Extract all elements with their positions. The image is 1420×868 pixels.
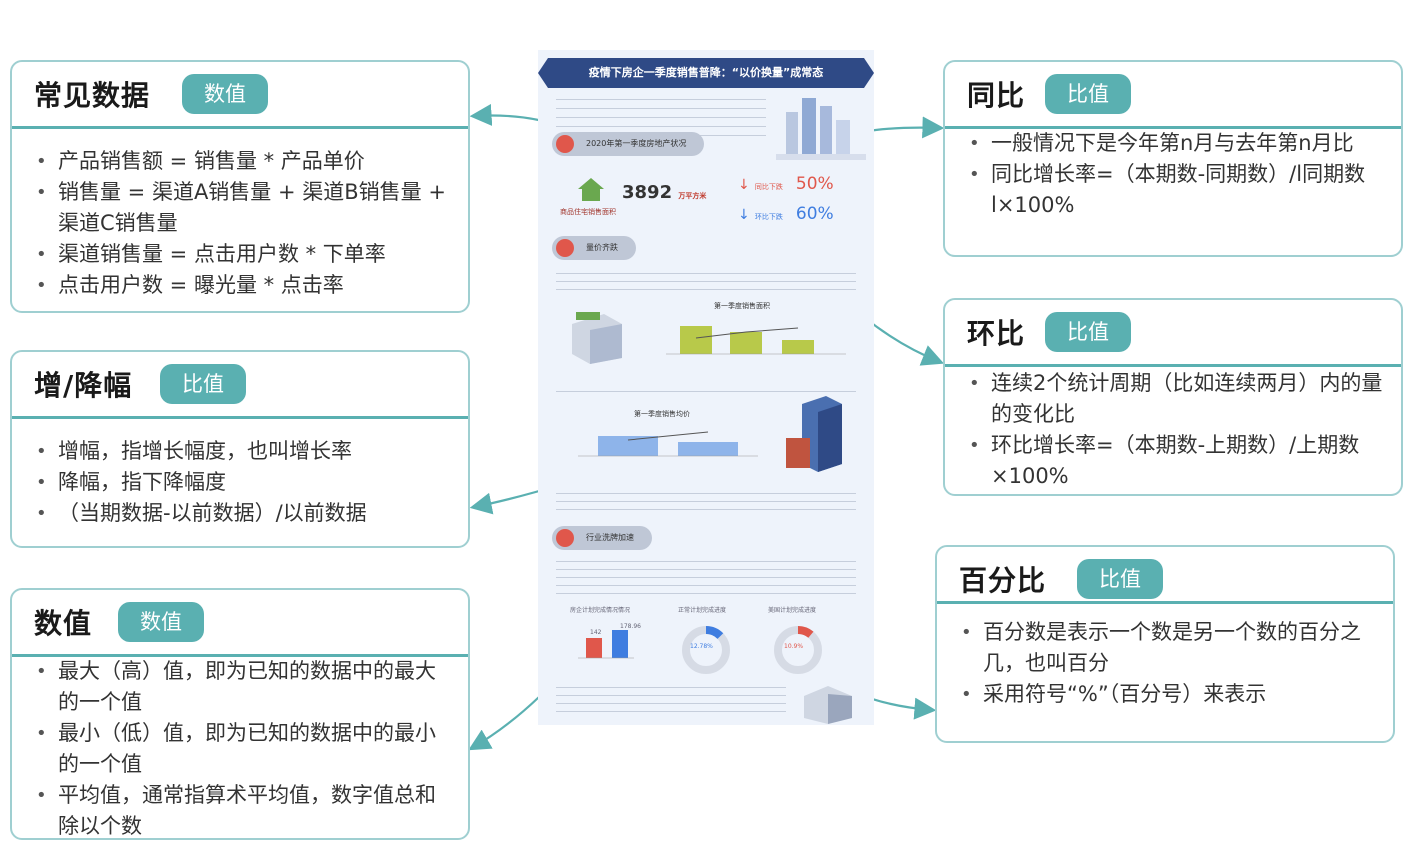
list-item: 采用符号“%”（百分号）来表示 bbox=[959, 679, 1379, 710]
list-item: 一般情况下是今年第n月与去年第n月比 bbox=[967, 128, 1387, 159]
list-item: 最小（低）值，即为已知的数据中的最小的一个值 bbox=[34, 718, 454, 780]
section-label: 2020年第一季度房地产状况 bbox=[586, 139, 687, 148]
mom-label: 环比下跌 bbox=[754, 213, 783, 221]
donut2-value: 10.9% bbox=[784, 643, 804, 650]
section-icon bbox=[556, 239, 574, 257]
card-tag: 数值 bbox=[118, 602, 204, 642]
card-title: 数值 bbox=[34, 607, 93, 640]
list-item: （当期数据-以前数据）/以前数据 bbox=[34, 498, 454, 529]
area-number: 3892 bbox=[622, 182, 673, 203]
card-list: 产品销售额 = 销售量 * 产品单价 销售量 = 渠道A销售量 + 渠道B销售量… bbox=[34, 146, 454, 301]
mom-value: 60% bbox=[795, 204, 834, 224]
body-text-lines bbox=[556, 270, 856, 294]
section-header: 量价齐跌 bbox=[552, 236, 636, 260]
card-divider bbox=[937, 601, 1393, 604]
list-item: 百分数是表示一个数是另一个数的百分之几，也叫百分 bbox=[959, 617, 1379, 679]
section-label: 量价齐跌 bbox=[586, 243, 618, 252]
card-tag: 数值 bbox=[182, 74, 268, 114]
list-item: 平均值，通常指算术平均值，数字值总和除以个数 bbox=[34, 780, 454, 842]
card-tag: 比值 bbox=[1045, 74, 1131, 114]
card-mom: 环比 比值 连续2个统计周期（比如连续两月）内的量的变化比 环比增长率=（本期数… bbox=[943, 298, 1403, 496]
house-icon bbox=[578, 178, 604, 201]
card-list: 百分数是表示一个数是另一个数的百分之几，也叫百分 采用符号“%”（百分号）来表示 bbox=[959, 617, 1379, 710]
infographic-title: 疫情下房企一季度销售普降：“以价换量”成常态 bbox=[538, 58, 874, 88]
card-increase-decrease: 增/降幅 比值 增幅，指增长幅度，也叫增长率 降幅，指下降幅度 （当期数据-以前… bbox=[10, 350, 470, 548]
card-tag: 比值 bbox=[1045, 312, 1131, 352]
card-tag: 比值 bbox=[1077, 559, 1163, 599]
office-building-illustration bbox=[572, 312, 622, 364]
yoy-value: 50% bbox=[795, 174, 834, 194]
card-yoy: 同比 比值 一般情况下是今年第n月与去年第n月比 同比增长率=（本期数-同期数）… bbox=[943, 60, 1403, 257]
donut1-value: 12.78% bbox=[690, 643, 713, 650]
list-item: 同比增长率=（本期数-同期数）/l同期数l×100% bbox=[967, 159, 1387, 221]
warehouse-illustration bbox=[804, 686, 852, 724]
list-item: 环比增长率=（本期数-上期数）/上期数×100% bbox=[967, 430, 1387, 492]
chart1-title: 第一季度销售面积 bbox=[714, 302, 770, 310]
list-item: 产品销售额 = 销售量 * 产品单价 bbox=[34, 146, 454, 177]
card-title: 常见数据 bbox=[34, 79, 151, 112]
body-text-lines bbox=[556, 684, 786, 716]
area-unit: 万平方米 bbox=[678, 192, 707, 200]
section-icon bbox=[556, 135, 574, 153]
card-divider bbox=[12, 416, 468, 419]
card-divider bbox=[945, 364, 1401, 367]
infographic-image: 疫情下房企一季度销售普降：“以价换量”成常态 2020年第一季度房地产状况 商品… bbox=[538, 50, 874, 725]
chart1-bars bbox=[666, 326, 846, 355]
list-item: 连续2个统计周期（比如连续两月）内的量的变化比 bbox=[967, 368, 1387, 430]
section-label: 行业洗牌加速 bbox=[586, 533, 634, 542]
section-header: 行业洗牌加速 bbox=[552, 526, 652, 550]
card-title: 同比 bbox=[967, 79, 1026, 112]
card-value: 数值 数值 最大（高）值，即为已知的数据中的最大的一个值 最小（低）值，即为已知… bbox=[10, 588, 470, 840]
card-list: 一般情况下是今年第n月与去年第n月比 同比增长率=（本期数-同期数）/l同期数l… bbox=[967, 128, 1387, 221]
card-list: 最大（高）值，即为已知的数据中的最大的一个值 最小（低）值，即为已知的数据中的最… bbox=[34, 656, 454, 842]
mom-indicator: ↓ 环比下跌 60% bbox=[738, 204, 834, 224]
area-label: 商品住宅销售面积 bbox=[560, 208, 616, 216]
body-text-lines bbox=[556, 490, 856, 510]
list-item: 渠道销售量 = 点击用户数 * 下单率 bbox=[34, 239, 454, 270]
card-list: 连续2个统计周期（比如连续两月）内的量的变化比 环比增长率=（本期数-上期数）/… bbox=[967, 368, 1387, 492]
card-common-data: 常见数据 数值 产品销售额 = 销售量 * 产品单价 销售量 = 渠道A销售量 … bbox=[10, 60, 470, 313]
mini-chart3-title: 美国计划完成进度 bbox=[768, 607, 817, 614]
mini-bar-value: 178.96 bbox=[620, 623, 641, 630]
donut-chart-2 bbox=[774, 626, 822, 674]
card-divider bbox=[12, 126, 468, 129]
mini-bar-chart bbox=[578, 630, 634, 659]
mini-bar-value: 142 bbox=[590, 629, 602, 636]
chart2-title: 第一季度销售均价 bbox=[634, 410, 690, 418]
area-value: 3892 万平方米 bbox=[622, 182, 706, 203]
body-text-lines bbox=[556, 388, 856, 396]
body-text-lines bbox=[556, 558, 856, 598]
arrow-down-icon: ↓ bbox=[738, 207, 750, 223]
list-item: 增幅，指增长幅度，也叫增长率 bbox=[34, 436, 454, 467]
card-list: 增幅，指增长幅度，也叫增长率 降幅，指下降幅度 （当期数据-以前数据）/以前数据 bbox=[34, 436, 454, 529]
card-title: 环比 bbox=[967, 317, 1026, 350]
list-item: 点击用户数 = 曝光量 * 点击率 bbox=[34, 270, 454, 301]
yoy-label: 同比下跌 bbox=[754, 183, 783, 191]
yoy-indicator: ↓ 同比下跌 50% bbox=[738, 174, 834, 194]
card-title: 百分比 bbox=[959, 564, 1047, 597]
donut-chart-1 bbox=[682, 626, 730, 674]
card-percent: 百分比 比值 百分数是表示一个数是另一个数的百分之几，也叫百分 采用符号“%”（… bbox=[935, 545, 1395, 743]
section-icon bbox=[556, 529, 574, 547]
section-header: 2020年第一季度房地产状况 bbox=[552, 132, 705, 156]
mini-chart1-title: 房企计划完成情况情况 bbox=[570, 607, 631, 614]
intro-text-lines bbox=[556, 96, 766, 136]
list-item: 降幅，指下降幅度 bbox=[34, 467, 454, 498]
chart2-bars bbox=[578, 431, 758, 457]
tower-building-illustration bbox=[786, 396, 842, 472]
card-tag: 比值 bbox=[160, 364, 246, 404]
mini-chart2-title: 正常计划完成进度 bbox=[678, 607, 727, 614]
card-title: 增/降幅 bbox=[34, 369, 133, 402]
list-item: 最大（高）值，即为已知的数据中的最大的一个值 bbox=[34, 656, 454, 718]
arrow-down-icon: ↓ bbox=[738, 177, 750, 193]
city-skyline-illustration bbox=[776, 98, 866, 160]
list-item: 销售量 = 渠道A销售量 + 渠道B销售量 + 渠道C销售量 bbox=[34, 177, 454, 239]
